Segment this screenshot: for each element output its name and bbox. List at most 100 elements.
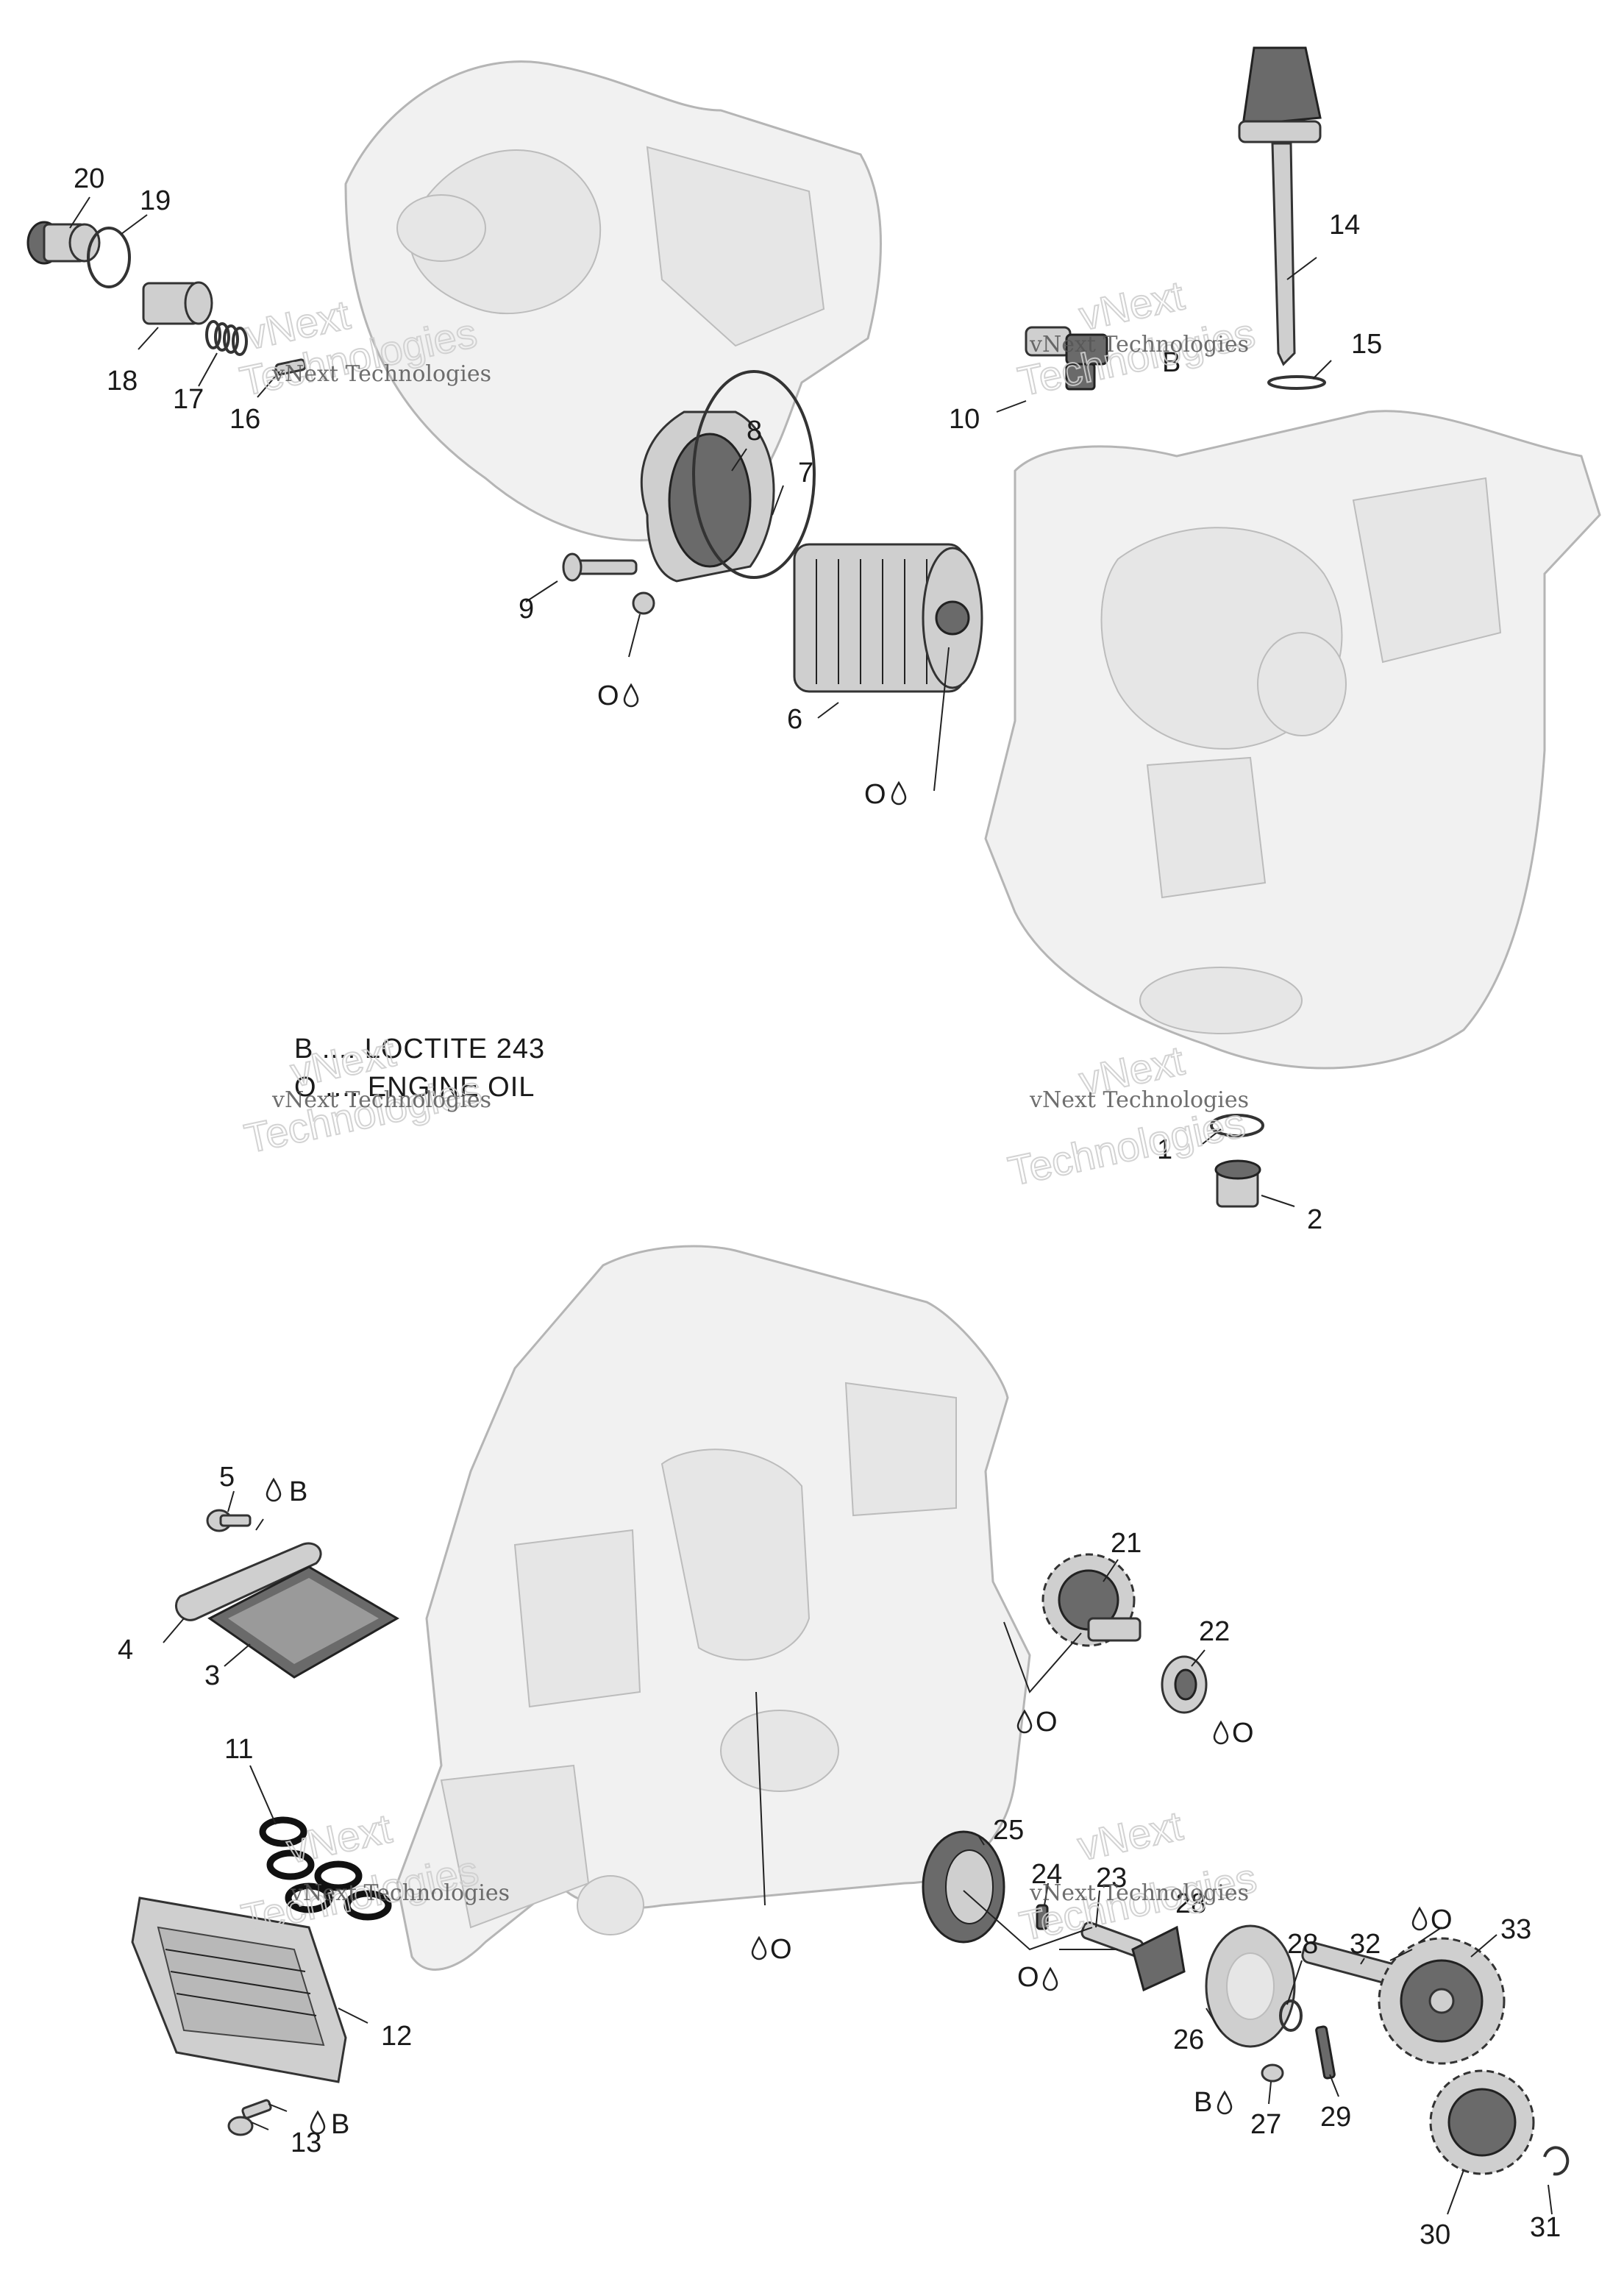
- part-5-screw: [206, 1509, 252, 1532]
- callout-25: 25: [993, 1815, 1024, 1846]
- callout-7: 7: [798, 458, 813, 488]
- svg-text:O: O: [1431, 1905, 1453, 1935]
- part-13-screw: [227, 2099, 272, 2136]
- callout-numbers: 20 19 18 17 16 14 15 10 8 7 9 6 1 2 5 4 …: [74, 163, 1561, 2250]
- callout-33: 33: [1500, 1914, 1531, 1945]
- callout-5: 5: [219, 1462, 235, 1493]
- oil-symbol: O: [864, 779, 907, 810]
- legend-loctite: B .... LOCTITE 243: [294, 1034, 545, 1064]
- callout-30: 30: [1420, 2219, 1450, 2250]
- callout-14: 14: [1329, 210, 1360, 241]
- callout-20: 20: [74, 163, 104, 194]
- oil-symbol: O: [597, 680, 639, 711]
- callout-11: 11: [224, 1734, 253, 1765]
- part-31-circlip: [1543, 2146, 1570, 2176]
- oil-symbol: O: [1016, 1707, 1058, 1738]
- part-21-gear: [1041, 1553, 1142, 1647]
- callout-19: 19: [140, 185, 171, 216]
- part-33-drive-gear: [1378, 1937, 1506, 2065]
- callout-29: 29: [1320, 2102, 1351, 2133]
- callout-27: 27: [1250, 2109, 1281, 2140]
- part-24-pin: [1036, 1904, 1049, 1930]
- part-1-o-ring: [1210, 1114, 1264, 1137]
- svg-text:B: B: [331, 2109, 349, 2140]
- callout-8: 8: [747, 416, 762, 447]
- callout-1: 1: [1157, 1134, 1172, 1165]
- svg-text:B: B: [1194, 2087, 1212, 2118]
- callout-15: 15: [1351, 329, 1382, 360]
- svg-text:vNext Technologies: vNext Technologies: [271, 1087, 491, 1113]
- part-7-o-ring: [692, 370, 816, 579]
- svg-text:B: B: [1162, 347, 1180, 378]
- part-14-dipstick: [1238, 46, 1322, 366]
- part-17-spring: [205, 320, 248, 356]
- oil-symbol: O: [1017, 1962, 1058, 1993]
- part-8-filter-cover: [632, 410, 775, 615]
- part-3-oil-strainer: [207, 1565, 399, 1679]
- part-25-pump-housing: [922, 1830, 1005, 1944]
- svg-text:vNext: vNext: [282, 1805, 396, 1871]
- loctite-symbol: B: [310, 2109, 349, 2140]
- part-6-oil-filter: [793, 543, 983, 693]
- callout-16: 16: [229, 404, 260, 435]
- loctite-symbol: B: [1194, 2087, 1233, 2118]
- oil-symbol: O: [1411, 1905, 1453, 1935]
- loctite-symbol: B: [1162, 347, 1180, 378]
- svg-text:O: O: [597, 680, 619, 711]
- callout-24: 24: [1031, 1859, 1062, 1890]
- part-pump-rotor: [1131, 1925, 1186, 1992]
- part-11-gaskets: [259, 1816, 392, 1921]
- callout-17: 17: [173, 384, 204, 415]
- callout-12: 12: [381, 2021, 412, 2052]
- svg-text:vNext Technologies: vNext Technologies: [1029, 332, 1249, 358]
- oil-symbol: O: [1213, 1718, 1254, 1749]
- callout-31: 31: [1530, 2212, 1561, 2243]
- callout-28: 28: [1287, 1929, 1318, 1960]
- oil-symbol: O: [751, 1934, 792, 1965]
- part-30-gear: [1429, 2069, 1535, 2175]
- svg-text:O: O: [1017, 1962, 1039, 1993]
- callout-22: 22: [1199, 1616, 1230, 1647]
- callout-9: 9: [519, 594, 534, 625]
- part-20-plug: [26, 221, 101, 265]
- svg-text:Technologies: Technologies: [1004, 1099, 1249, 1195]
- svg-text:O: O: [1036, 1707, 1058, 1738]
- part-27-screw: [1261, 2063, 1284, 2083]
- callout-4: 4: [118, 1635, 133, 1665]
- part-12-oil-cooler: [131, 1896, 347, 2083]
- part-9-screw: [562, 552, 638, 582]
- application-symbols: O O B B B O O O O: [266, 347, 1453, 2140]
- part-15-o-ring: [1267, 375, 1326, 390]
- svg-text:vNext Technologies: vNext Technologies: [1029, 1087, 1249, 1113]
- svg-text:B: B: [289, 1476, 307, 1507]
- crankcase-upper-housing: [984, 410, 1601, 1070]
- part-22-seal: [1161, 1655, 1208, 1714]
- callout-13: 13: [291, 2127, 321, 2158]
- callout-28b: 28: [1175, 1888, 1206, 1919]
- svg-text:vNext Technologies: vNext Technologies: [1029, 1880, 1249, 1906]
- callout-10: 10: [949, 404, 980, 435]
- callout-6: 6: [787, 704, 802, 735]
- callout-21: 21: [1111, 1528, 1142, 1559]
- part-29-pin: [1315, 2025, 1336, 2080]
- callout-18: 18: [107, 366, 138, 397]
- svg-text:O: O: [1232, 1718, 1254, 1749]
- svg-text:vNext Technologies: vNext Technologies: [290, 1880, 510, 1906]
- svg-text:vNext Technologies: vNext Technologies: [271, 361, 491, 387]
- callout-3: 3: [204, 1660, 220, 1691]
- svg-text:vNext: vNext: [1074, 1802, 1187, 1869]
- part-2-drain-plug: [1214, 1159, 1261, 1208]
- part-19-o-ring: [87, 227, 131, 288]
- callout-23: 23: [1096, 1863, 1127, 1894]
- leader-lines: [69, 196, 1553, 2215]
- part-18-sleeve: [142, 281, 213, 325]
- crankcase-lower-housing: [396, 1245, 1031, 1971]
- part-16-plunger: [274, 358, 307, 376]
- loctite-symbol: B: [266, 1476, 307, 1507]
- svg-text:O: O: [864, 779, 886, 810]
- part-28-o-ring: [1279, 1999, 1303, 2032]
- legend: B .... LOCTITE 243 O .... ENGINE OIL: [294, 1034, 545, 1103]
- part-10-sensor: [1025, 326, 1108, 391]
- part-26-pump-cover: [1205, 1924, 1296, 2048]
